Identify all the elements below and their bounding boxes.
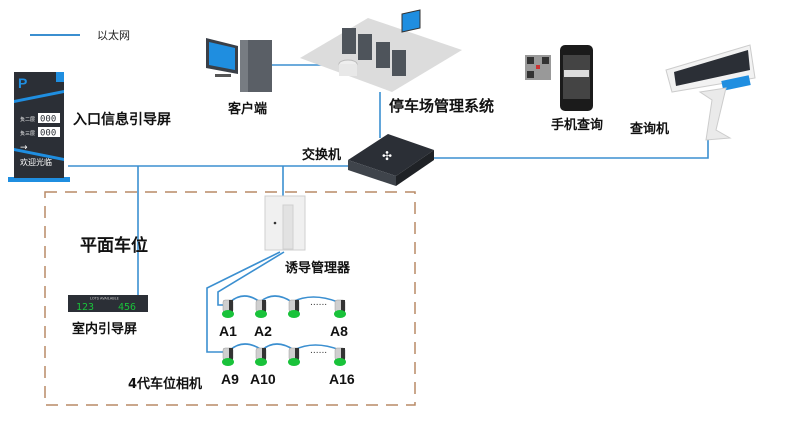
row2-ellipsis: ...... <box>310 346 327 356</box>
svg-text:000: 000 <box>40 129 56 139</box>
entry-screen-label: 入口信息引导屏 <box>73 112 171 128</box>
management-system-label: 停车场管理系统 <box>389 97 495 115</box>
line-row2-chain <box>229 343 341 352</box>
indoor-screen-icon: LOTS AVAILABLE 123 456 <box>68 295 148 313</box>
camera-label-a1: A1 <box>219 323 237 339</box>
qr-code-icon <box>525 55 551 80</box>
mobile-query-label: 手机查询 <box>551 118 604 133</box>
svg-text:负三层: 负三层 <box>20 130 35 137</box>
kiosk-icon <box>665 44 756 141</box>
svg-text:123: 123 <box>76 302 94 313</box>
parking-camera-icon <box>222 299 234 318</box>
kiosk-label: 查询机 <box>630 122 670 137</box>
svg-text:LOTS AVAILABLE: LOTS AVAILABLE <box>90 297 119 301</box>
switch-label: 交换机 <box>302 148 342 163</box>
svg-text:欢迎光临: 欢迎光临 <box>20 157 52 167</box>
indoor-screen-label: 室内引导屏 <box>72 322 138 337</box>
parking-camera-icon <box>288 299 300 318</box>
camera-label-a2: A2 <box>254 323 272 339</box>
zone-border <box>44 191 416 406</box>
guide-manager-label: 诱导管理器 <box>285 261 351 276</box>
legend-label: 以太网 <box>97 29 130 42</box>
svg-text:→: → <box>20 143 28 153</box>
parking-camera-icon <box>334 299 346 318</box>
server-platform-icon <box>300 9 462 92</box>
phone-icon <box>560 45 593 111</box>
zone-label: 平面车位 <box>80 236 148 256</box>
camera-group <box>222 299 346 366</box>
row1-ellipsis: ...... <box>310 298 327 308</box>
parking-camera-icon <box>255 347 267 366</box>
svg-text:✣: ✣ <box>382 149 392 163</box>
switch-icon: ✣ <box>348 134 434 186</box>
parking-camera-icon <box>288 347 300 366</box>
client-label: 客户端 <box>228 102 268 117</box>
svg-text:P: P <box>18 75 27 91</box>
svg-text:456: 456 <box>118 302 136 313</box>
line-switch-kiosk <box>432 138 709 159</box>
camera-group-label: 4代车位相机 <box>128 377 203 392</box>
svg-text:000: 000 <box>40 115 56 125</box>
camera-label-a10: A10 <box>250 371 276 387</box>
parking-camera-icon <box>255 299 267 318</box>
client-pc-icon <box>206 38 272 92</box>
camera-label-a9: A9 <box>221 371 239 387</box>
entry-sign-icon: P 负二层 000 负三层 000 → 欢迎光临 <box>8 72 70 182</box>
parking-camera-icon <box>222 347 234 366</box>
line-row1-chain <box>229 295 339 304</box>
camera-label-a16: A16 <box>329 371 355 387</box>
svg-text:负二层: 负二层 <box>20 116 35 123</box>
camera-label-a8: A8 <box>330 323 348 339</box>
guide-manager-icon <box>264 195 306 251</box>
line-manager-row2 <box>206 251 281 353</box>
parking-camera-icon <box>334 347 346 366</box>
